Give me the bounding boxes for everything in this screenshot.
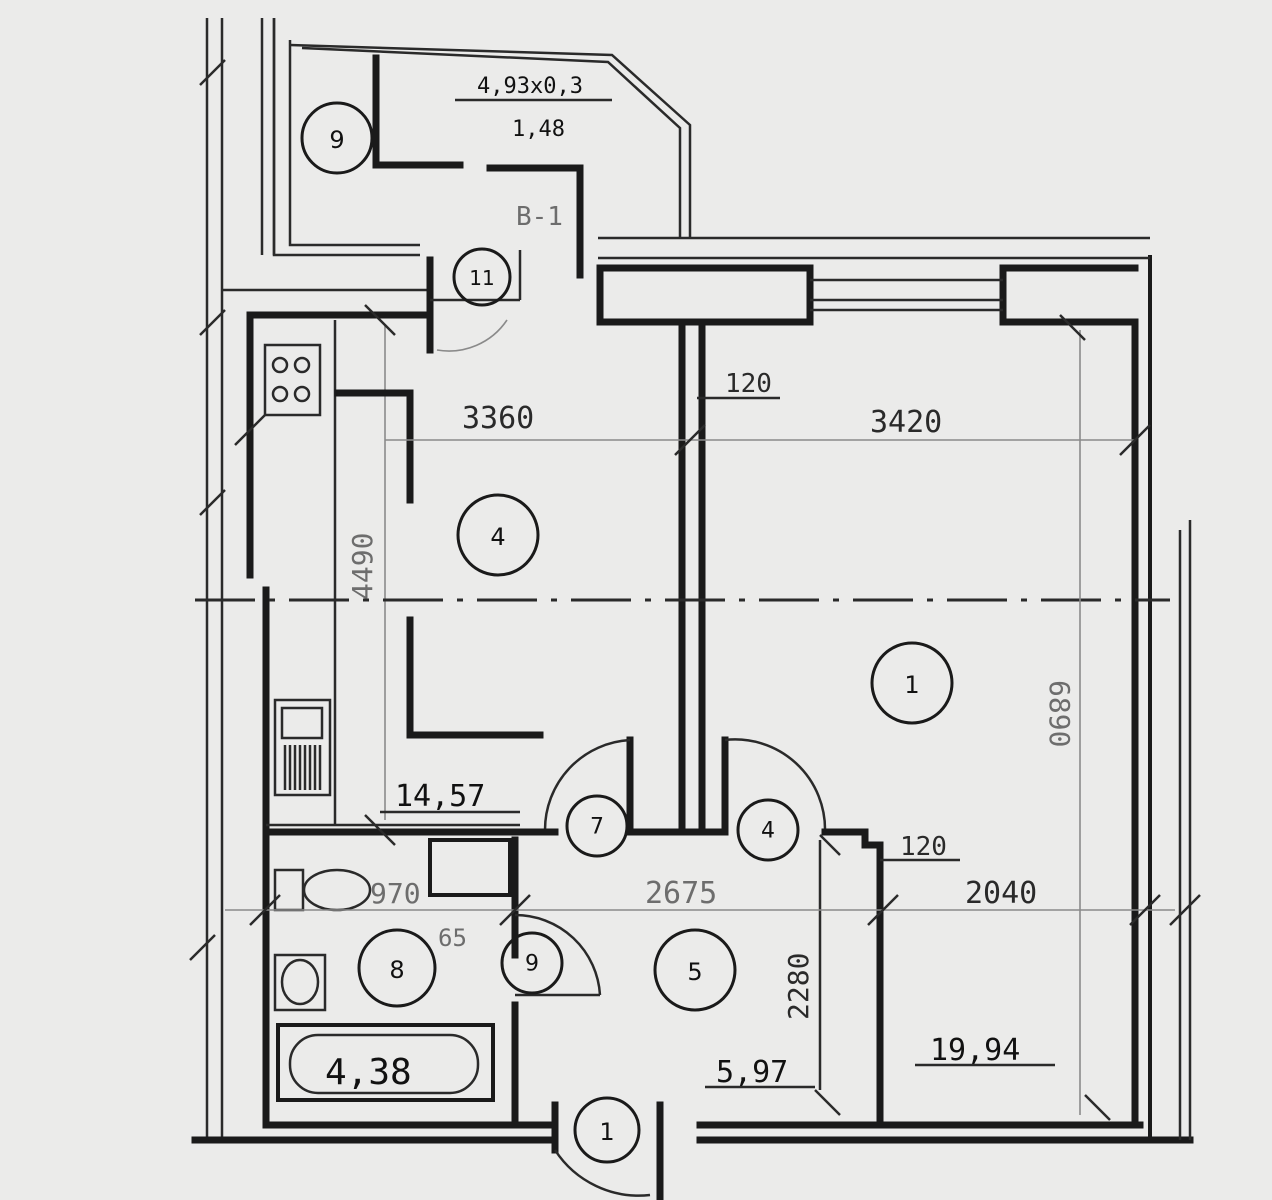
- living-area: 19,94: [930, 1033, 1020, 1068]
- wall-thickness-top-dim: 120: [725, 369, 772, 399]
- bath-wall-dim: 65: [438, 924, 467, 952]
- washing-machine-icon: [428, 838, 512, 897]
- closet-marker: 7: [590, 815, 604, 840]
- bath-marker: 8: [389, 956, 404, 984]
- living-width-dim: 3420: [870, 405, 942, 440]
- living-marker: 1: [904, 671, 919, 699]
- vestibule-marker-circle: [452, 247, 512, 307]
- closet-marker-circle: [565, 794, 629, 858]
- bathroom-sink-icon: [273, 953, 327, 1012]
- bath-door-marker-circle: [500, 931, 564, 995]
- vestibule-marker: 11: [469, 266, 494, 290]
- bath-marker-circle: [357, 928, 437, 1008]
- interior-walls: [262, 318, 884, 1200]
- hall-door-marker-circle: [736, 798, 800, 862]
- hall-depth-dim: 2280: [782, 953, 815, 1020]
- kitchen-marker-circle: [456, 493, 540, 577]
- stove-icon: [263, 343, 322, 417]
- hall-area: 5,97: [716, 1055, 788, 1090]
- balcony-marker: 9: [329, 126, 344, 154]
- kitchen-sink-icon: [273, 698, 332, 797]
- bath-width-dim: 970: [370, 877, 421, 910]
- hall-width-dim: 2675: [645, 876, 717, 911]
- kitchen-width-dim: 3360: [462, 401, 534, 436]
- entrance-marker: 1: [599, 1118, 614, 1146]
- living-marker-circle: [870, 641, 954, 725]
- bath-area: 4,38: [325, 1052, 412, 1093]
- living-depth-dim: 6890: [1043, 680, 1076, 747]
- kitchen-area: 14,57: [395, 779, 485, 814]
- balcony-marker-circle: [300, 101, 374, 175]
- hall-door-marker: 4: [761, 819, 775, 844]
- hall-marker-circle: [653, 928, 737, 1012]
- labels: 4,93x0,3 1,48 B-1 3360 120 3420 4490 689…: [325, 74, 1076, 1093]
- balcony-area-label: 1,48: [512, 117, 565, 142]
- kitchen-marker: 4: [490, 523, 505, 551]
- room-markers: 9 11 4 1 7 4 8 9 5 1: [300, 101, 954, 1164]
- balcony: [272, 18, 692, 354]
- bath-door-marker: 9: [525, 952, 539, 977]
- balcony-size-label: 4,93x0,3: [477, 74, 583, 99]
- fixtures: [263, 343, 512, 1102]
- hall-marker: 5: [687, 958, 702, 986]
- entrance-marker-circle: [573, 1096, 641, 1164]
- balcony-faint-note: B-1: [516, 202, 563, 232]
- dish-rack-icon: [283, 745, 322, 790]
- bathtub-icon: [276, 1023, 495, 1102]
- wall-thickness-mid-dim: 120: [900, 832, 947, 862]
- toilet-icon: [273, 868, 372, 912]
- living-lower-width-dim: 2040: [965, 876, 1037, 911]
- dimension-lines: [189, 59, 1201, 1121]
- kitchen-depth-dim: 4490: [346, 533, 379, 600]
